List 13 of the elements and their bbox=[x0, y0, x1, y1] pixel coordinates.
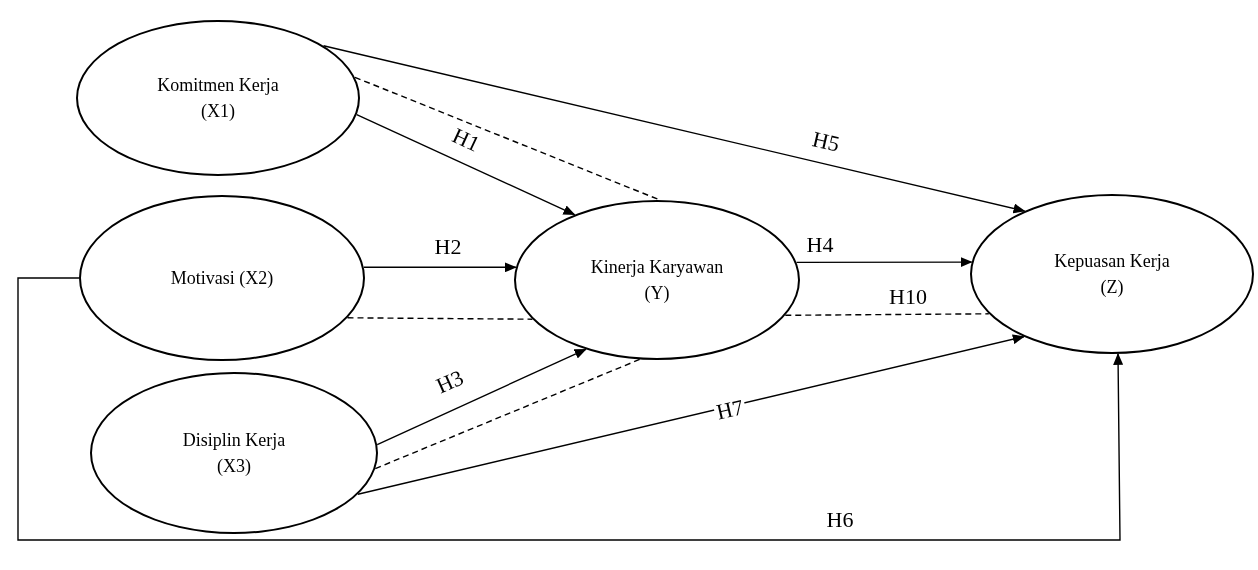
construct-label: Motivasi (X2) bbox=[170, 266, 274, 290]
construct-label: Kepuasan Kerja (Z) bbox=[1053, 249, 1171, 299]
arrow bbox=[356, 113, 576, 216]
construct-label: Komitmen Kerja (X1) bbox=[156, 73, 280, 123]
construct-label: Kinerja Karyawan (Y) bbox=[589, 255, 725, 305]
dashed-line bbox=[784, 313, 990, 316]
arrow bbox=[357, 334, 1025, 495]
arrow bbox=[363, 262, 517, 273]
dashed-line bbox=[346, 317, 534, 320]
construct-label: Disiplin Kerja (X3) bbox=[181, 428, 287, 478]
arrow bbox=[322, 45, 1026, 214]
arrow bbox=[376, 348, 587, 446]
arrow bbox=[17, 277, 1124, 541]
